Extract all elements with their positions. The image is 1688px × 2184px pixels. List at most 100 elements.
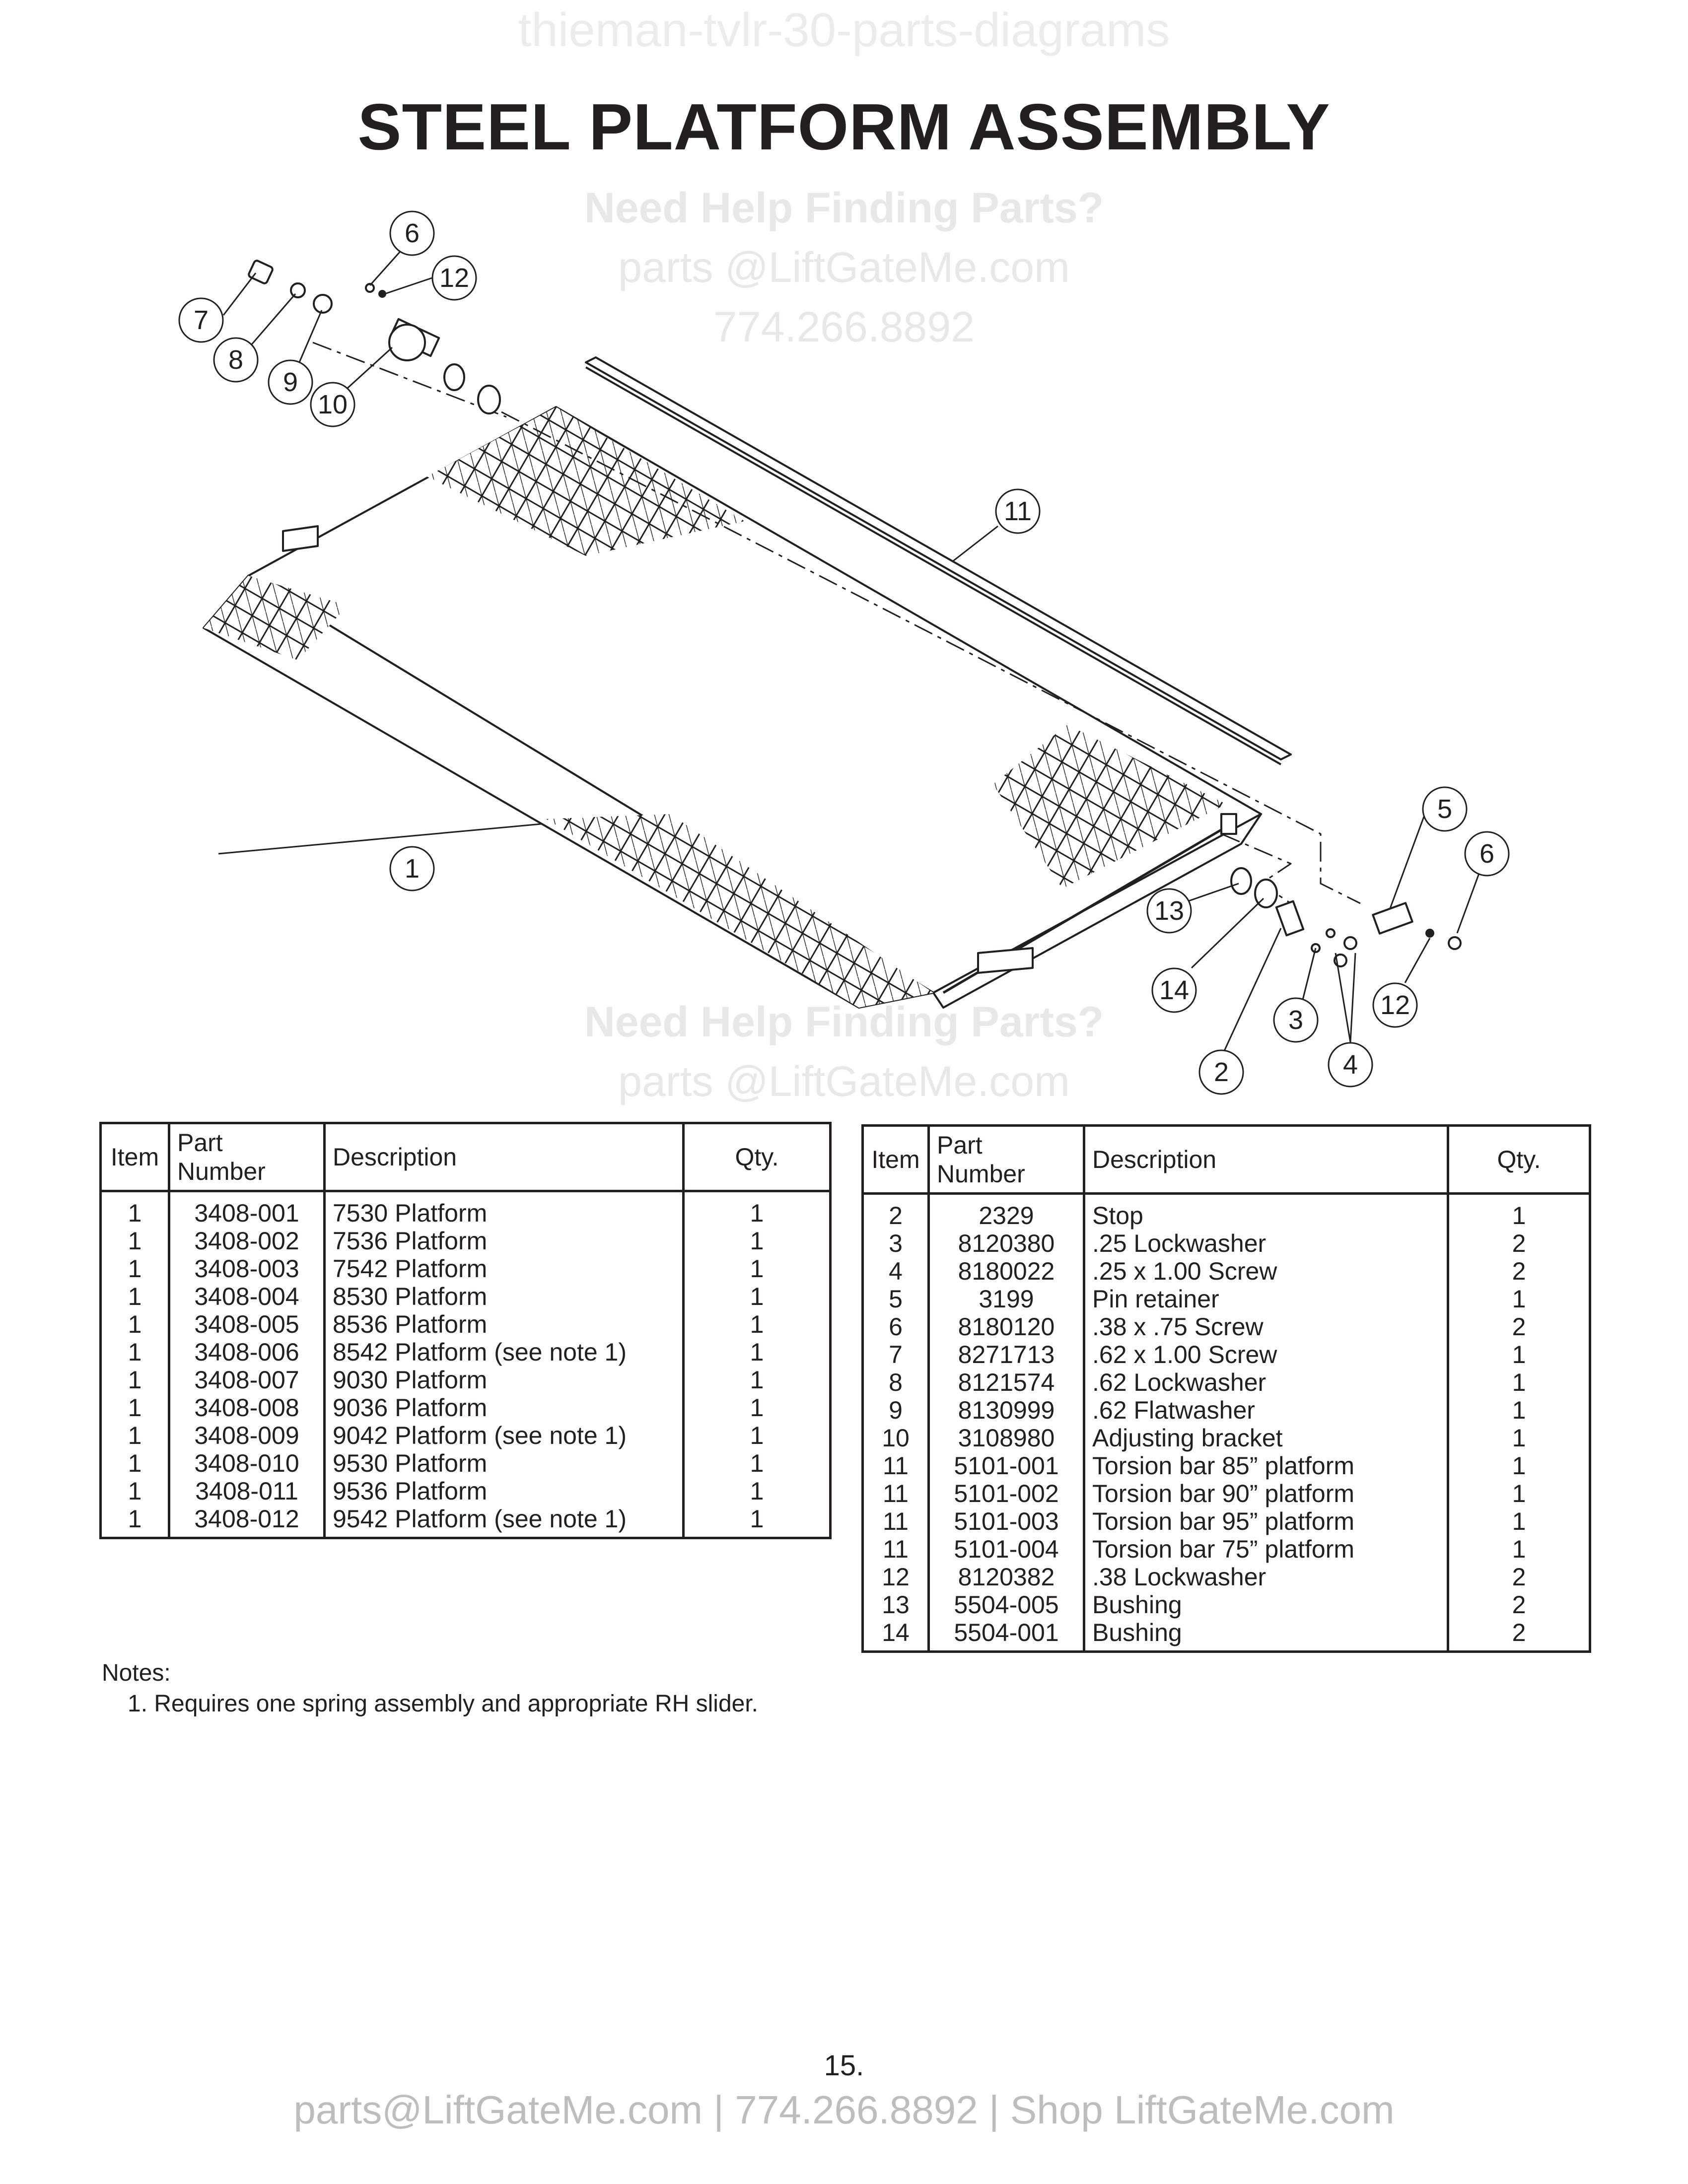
callout-8: 8 bbox=[213, 337, 259, 383]
svg-text:13: 13 bbox=[1154, 896, 1184, 926]
cell-qty: 2 bbox=[1447, 1313, 1591, 1341]
cell-description: Torsion bar 75” platform bbox=[1083, 1535, 1449, 1563]
footer-contact: parts@LiftGateMe.com | 774.266.8892 | Sh… bbox=[293, 2088, 1395, 2132]
callout-12-right: 12 bbox=[1372, 982, 1418, 1028]
svg-text:6: 6 bbox=[405, 218, 420, 248]
watermark-email-2: parts @LiftGateMe.com bbox=[618, 1058, 1070, 1105]
notes-heading: Notes: bbox=[102, 1660, 171, 1686]
cell-qty: 1 bbox=[682, 1338, 832, 1366]
callout-12-left: 12 bbox=[431, 255, 477, 301]
svg-text:11: 11 bbox=[1004, 496, 1032, 526]
cell-qty: 1 bbox=[682, 1366, 832, 1394]
callout-9: 9 bbox=[268, 359, 313, 405]
cell-qty: 2 bbox=[1447, 1591, 1591, 1619]
cell-item: 1 bbox=[99, 1227, 170, 1255]
watermark-phone: 774.266.8892 bbox=[713, 303, 975, 351]
cell-part-number: 5504-005 bbox=[927, 1591, 1085, 1619]
cell-description: .25 Lockwasher bbox=[1083, 1229, 1449, 1257]
header-description: Description bbox=[323, 1123, 685, 1192]
callout-7: 7 bbox=[178, 297, 224, 343]
cell-description: 8530 Platform bbox=[323, 1283, 685, 1310]
cell-description: Torsion bar 95” platform bbox=[1083, 1507, 1449, 1535]
cell-part-number: 2329 bbox=[927, 1193, 1085, 1229]
header-description: Description bbox=[1083, 1125, 1449, 1195]
header-item: Item bbox=[861, 1125, 930, 1195]
svg-text:7: 7 bbox=[194, 305, 209, 335]
cell-description: .25 x 1.00 Screw bbox=[1083, 1257, 1449, 1285]
cell-qty: 1 bbox=[682, 1227, 832, 1255]
cell-description: Bushing bbox=[1083, 1619, 1449, 1652]
svg-text:2: 2 bbox=[1214, 1057, 1229, 1087]
cell-item: 1 bbox=[99, 1191, 170, 1227]
cell-part-number: 5101-002 bbox=[927, 1480, 1085, 1507]
cell-part-number: 3408-010 bbox=[168, 1449, 326, 1477]
cell-qty: 1 bbox=[682, 1310, 832, 1338]
cell-item: 11 bbox=[861, 1507, 930, 1535]
cell-qty: 1 bbox=[682, 1505, 832, 1538]
cell-item: 14 bbox=[861, 1619, 930, 1652]
cell-description: 9036 Platform bbox=[323, 1394, 685, 1422]
cell-item: 1 bbox=[99, 1505, 170, 1538]
cell-description: Stop bbox=[1083, 1193, 1449, 1229]
cell-qty: 1 bbox=[682, 1449, 832, 1477]
table-header-row: Item Part Number Description Qty. bbox=[861, 1125, 1591, 1195]
svg-text:6: 6 bbox=[1479, 839, 1494, 869]
cell-description: Torsion bar 85” platform bbox=[1083, 1452, 1449, 1480]
cell-item: 9 bbox=[861, 1396, 930, 1424]
tread-area-left bbox=[204, 576, 348, 660]
cell-qty: 1 bbox=[1447, 1452, 1591, 1480]
cell-part-number: 3108980 bbox=[927, 1424, 1085, 1452]
header-item: Item bbox=[99, 1123, 170, 1192]
callout-4a: 4 bbox=[1328, 1042, 1373, 1088]
cell-part-number: 8180120 bbox=[927, 1313, 1085, 1341]
cell-description: .38 x .75 Screw bbox=[1083, 1313, 1449, 1341]
cell-item: 11 bbox=[861, 1535, 930, 1563]
cell-item: 1 bbox=[99, 1422, 170, 1449]
cell-description: .62 Lockwasher bbox=[1083, 1368, 1449, 1396]
svg-text:1: 1 bbox=[405, 854, 420, 884]
cell-part-number: 8130999 bbox=[927, 1396, 1085, 1424]
cell-item: 5 bbox=[861, 1285, 930, 1313]
cell-description: Pin retainer bbox=[1083, 1285, 1449, 1313]
cell-part-number: 5504-001 bbox=[927, 1619, 1085, 1652]
cell-qty: 1 bbox=[682, 1255, 832, 1283]
cell-description: Adjusting bracket bbox=[1083, 1424, 1449, 1452]
cell-item: 4 bbox=[861, 1257, 930, 1285]
table-header-row: Item Part Number Description Qty. bbox=[99, 1123, 832, 1192]
svg-text:4: 4 bbox=[1343, 1050, 1358, 1080]
cell-part-number: 3408-002 bbox=[168, 1227, 326, 1255]
cell-item: 6 bbox=[861, 1313, 930, 1341]
page-number: 15. bbox=[824, 2049, 864, 2082]
cell-item: 3 bbox=[861, 1229, 930, 1257]
header-qty: Qty. bbox=[682, 1123, 832, 1192]
cell-item: 11 bbox=[861, 1452, 930, 1480]
cell-part-number: 3408-001 bbox=[168, 1191, 326, 1227]
cell-item: 1 bbox=[99, 1338, 170, 1366]
cell-description: 8542 Platform (see note 1) bbox=[323, 1338, 685, 1366]
svg-text:8: 8 bbox=[228, 345, 243, 375]
cell-item: 11 bbox=[861, 1480, 930, 1507]
tread-area-front bbox=[546, 814, 933, 1008]
cell-item: 1 bbox=[99, 1310, 170, 1338]
cell-qty: 2 bbox=[1447, 1257, 1591, 1285]
cell-item: 7 bbox=[861, 1341, 930, 1368]
cell-description: Bushing bbox=[1083, 1591, 1449, 1619]
callout-10: 10 bbox=[310, 382, 355, 427]
